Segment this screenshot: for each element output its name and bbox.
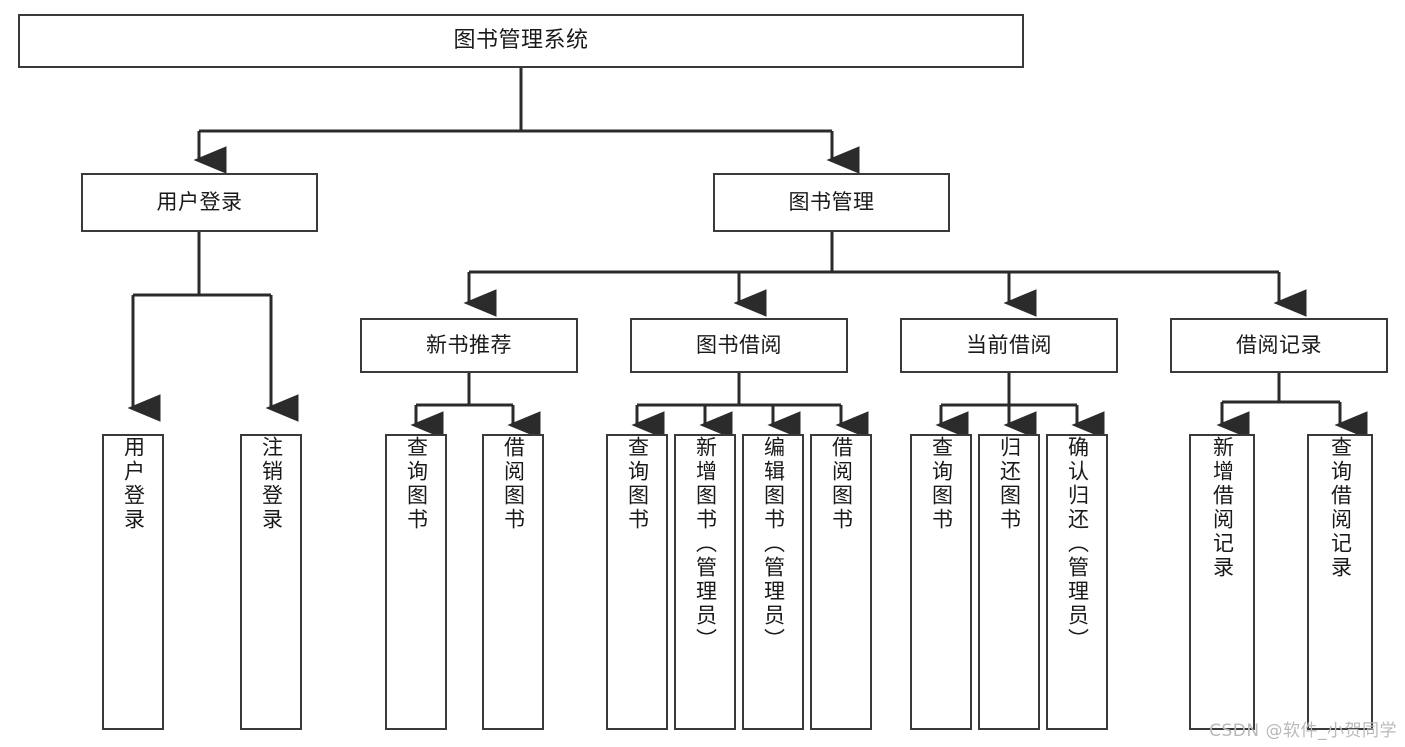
node-root-label: 图书管理系统: [453, 28, 589, 54]
node-leaf-query-record-label: 查询借阅记录: [1328, 436, 1353, 580]
node-borrow-record-label: 借阅记录: [1236, 333, 1322, 358]
node-leaf-return-book-label: 归还图书: [997, 436, 1022, 532]
node-book-manage-label: 图书管理: [788, 190, 875, 215]
node-user-login[interactable]: 用户登录: [81, 173, 318, 232]
node-leaf-query-book-1[interactable]: 查询图书: [385, 434, 447, 730]
node-leaf-confirm-return[interactable]: 确认归还（管理员）: [1046, 434, 1108, 730]
node-leaf-edit-book[interactable]: 编辑图书（管理员）: [742, 434, 804, 730]
node-leaf-borrow-book-2-label: 借阅图书: [829, 436, 854, 532]
node-leaf-add-book[interactable]: 新增图书（管理员）: [674, 434, 736, 730]
node-user-login-label: 用户登录: [156, 190, 243, 215]
node-book-borrow[interactable]: 图书借阅: [630, 318, 848, 373]
node-leaf-return-book[interactable]: 归还图书: [978, 434, 1040, 730]
node-book-manage[interactable]: 图书管理: [713, 173, 950, 232]
node-leaf-logout-login-label: 注销登录: [259, 436, 284, 532]
node-root[interactable]: 图书管理系统: [18, 14, 1024, 68]
node-leaf-borrow-book-1-label: 借阅图书: [501, 436, 526, 532]
node-leaf-logout-login[interactable]: 注销登录: [240, 434, 302, 730]
node-leaf-borrow-book-1[interactable]: 借阅图书: [482, 434, 544, 730]
node-leaf-borrow-book-2[interactable]: 借阅图书: [810, 434, 872, 730]
node-new-book-recommend[interactable]: 新书推荐: [360, 318, 578, 373]
node-leaf-confirm-return-label: 确认归还（管理员）: [1065, 436, 1090, 652]
node-borrow-record[interactable]: 借阅记录: [1170, 318, 1388, 373]
node-leaf-add-record-label: 新增借阅记录: [1210, 436, 1235, 580]
node-book-borrow-label: 图书借阅: [696, 333, 782, 358]
node-leaf-add-record[interactable]: 新增借阅记录: [1189, 434, 1255, 730]
node-current-borrow[interactable]: 当前借阅: [900, 318, 1118, 373]
node-new-book-recommend-label: 新书推荐: [426, 333, 512, 358]
node-leaf-query-book-2-label: 查询图书: [625, 436, 650, 532]
node-leaf-edit-book-label: 编辑图书（管理员）: [761, 436, 786, 652]
node-leaf-user-login[interactable]: 用户登录: [102, 434, 164, 730]
node-leaf-query-book-2[interactable]: 查询图书: [606, 434, 668, 730]
node-leaf-query-record[interactable]: 查询借阅记录: [1307, 434, 1373, 730]
node-leaf-add-book-label: 新增图书（管理员）: [693, 436, 718, 652]
node-current-borrow-label: 当前借阅: [966, 333, 1052, 358]
watermark-text: CSDN @软件_小贺同学: [1209, 721, 1397, 741]
node-leaf-query-book-3-label: 查询图书: [929, 436, 954, 532]
node-leaf-query-book-3[interactable]: 查询图书: [910, 434, 972, 730]
node-leaf-user-login-label: 用户登录: [121, 436, 146, 532]
node-leaf-query-book-1-label: 查询图书: [404, 436, 429, 532]
